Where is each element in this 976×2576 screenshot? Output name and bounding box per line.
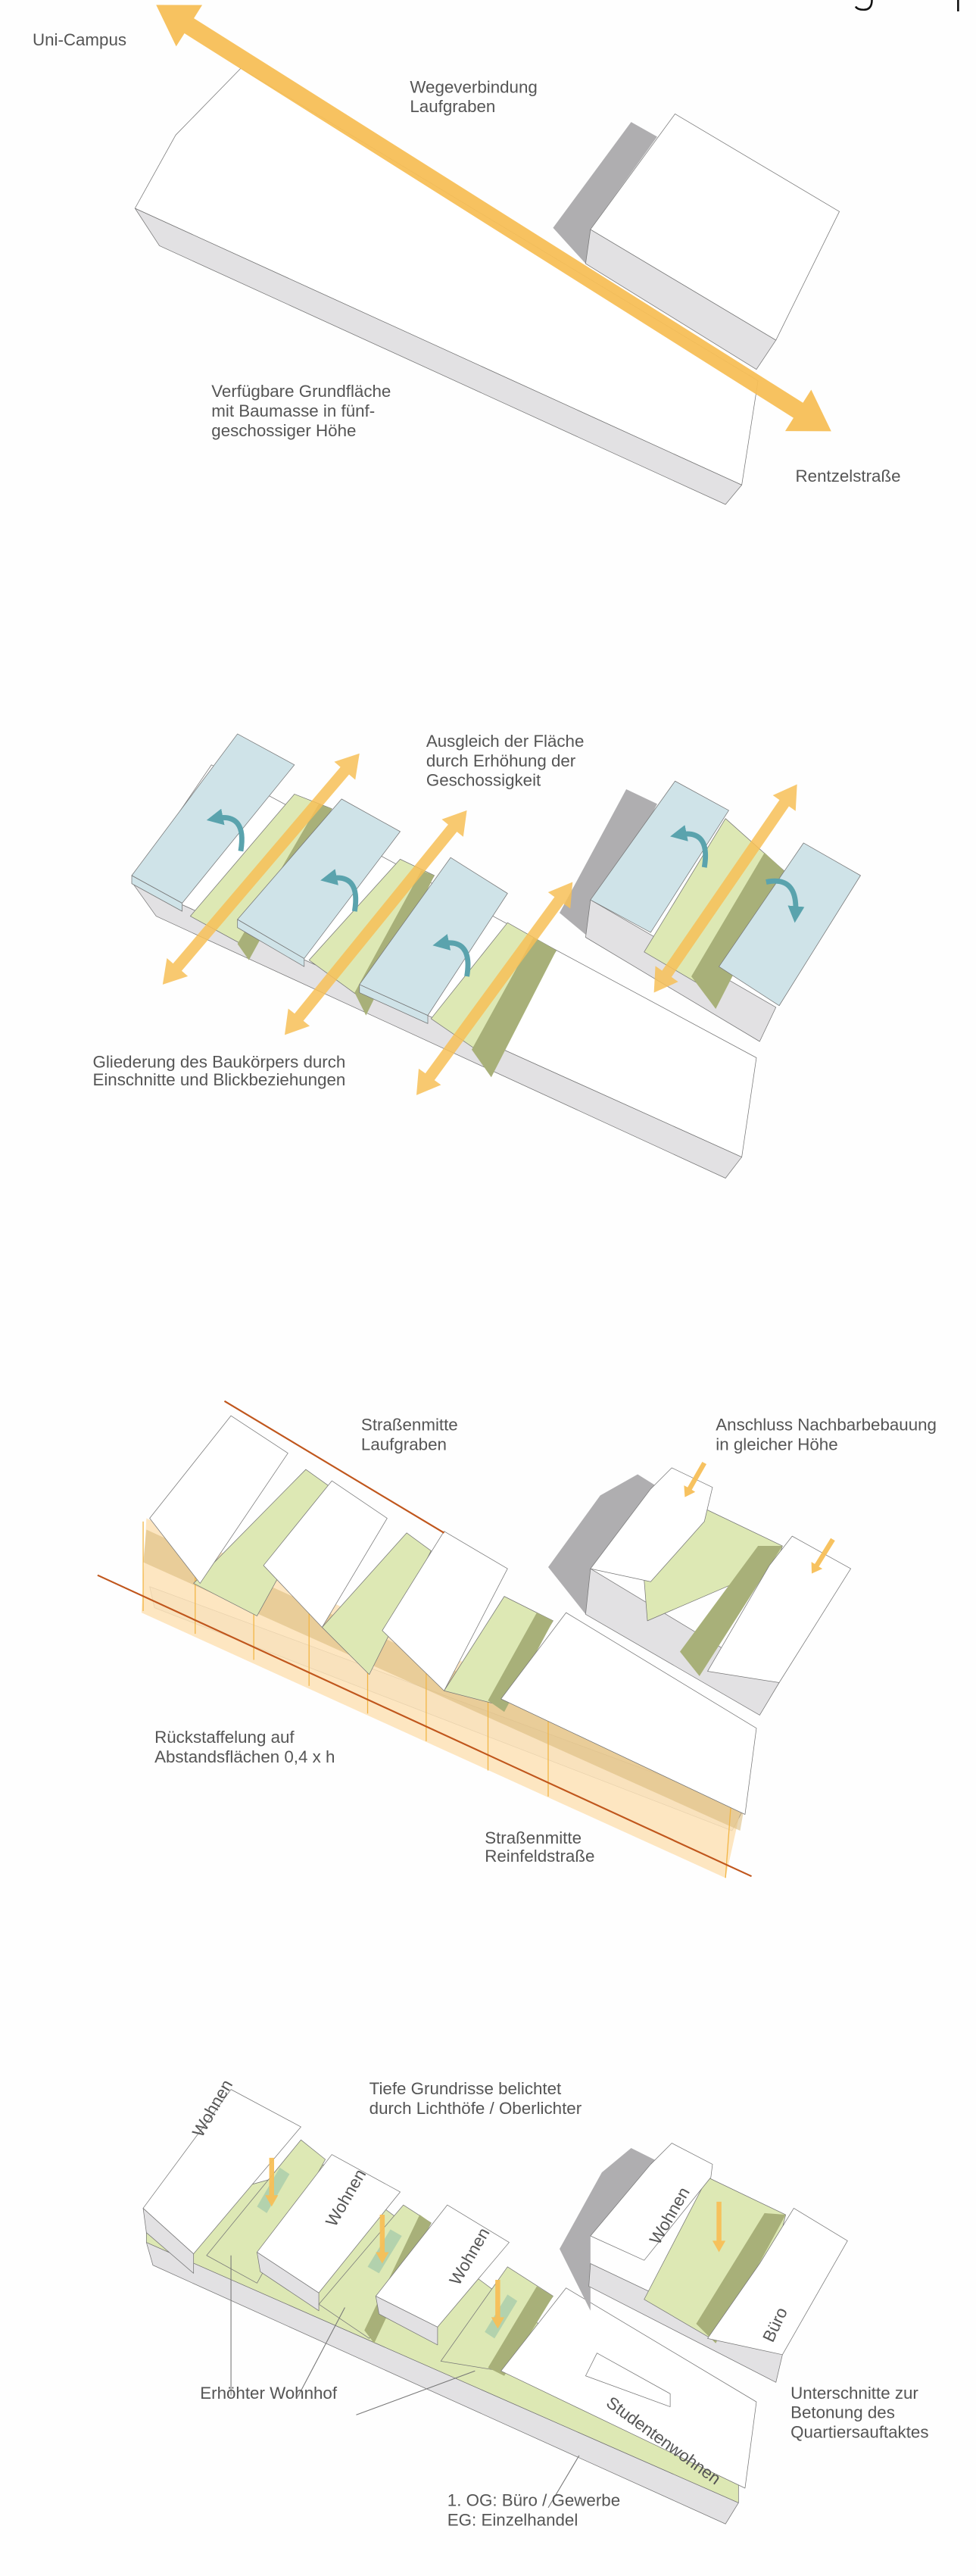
connection-arrow-group: [684, 1461, 835, 1574]
path-connection-arrow-group: [156, 5, 831, 432]
label-unterschnitte-3: Quartiersauftaktes: [790, 2422, 928, 2441]
buero-block: [707, 2208, 848, 2356]
cut-strip-3-shadow: [472, 937, 557, 1078]
daylight-arrow-3: [491, 2279, 504, 2329]
white-block-2: [263, 1480, 388, 1628]
label-gliederung-1: Gliederung des Baukörpers durch: [92, 1052, 345, 1071]
label-ausgleich-2: durch Erhöhung der: [426, 751, 576, 770]
label-ausgleich-1: Ausgleich der Fläche: [426, 732, 585, 751]
view-relation-arrow-icon-1: [206, 808, 245, 852]
label-strassenmitte-laufgraben-1: Straßenmitte: [361, 1415, 458, 1434]
label-unterschnitte-2: Betonung des: [790, 2403, 895, 2422]
view-relation-arrow-icon-3: [432, 934, 471, 977]
diagram-2-articulation: Ausgleich der Fläche durch Erhöhung der …: [92, 732, 861, 1179]
label-strassenmitte-laufgraben-2: Laufgraben: [361, 1435, 447, 1453]
daylight-arrow-1: [265, 2157, 279, 2207]
label-geschosse-eg: EG: Einzelhandel: [447, 2510, 578, 2529]
cut-arrow-3: [416, 882, 573, 1095]
label-grundflaeche-1: Verfügbare Grundfläche: [211, 382, 391, 401]
label-strassenmitte-reinfeld-2: Reinfeldstraße: [485, 1847, 594, 1866]
label-unterschnitte-1: Unterschnitte zur: [790, 2384, 918, 2403]
label-geschosse-og: 1. OG: Büro / Gewerbe: [447, 2491, 620, 2510]
view-relation-arrow-icon-5: [766, 878, 805, 923]
label-rueckstaffelung-1: Rückstaffelung auf: [154, 1728, 295, 1747]
street-center-line-laufgraben: [223, 1400, 445, 1534]
right-court-shadow: [696, 2212, 786, 2343]
view-relation-arrow-icon-2: [320, 869, 359, 912]
path-connection-arrow: [156, 5, 831, 432]
wohnen-block-2: [257, 2154, 401, 2293]
court-strip-3-shadow: [488, 1613, 553, 1713]
label-strassenmitte-reinfeld-1: Straßenmitte: [485, 1828, 582, 1847]
diagram-3-setbacks: Straßenmitte Laufgraben Anschluss Nachba…: [97, 1400, 937, 1878]
label-rentzelstrasse: Rentzelstraße: [796, 467, 901, 486]
label-erhoehter-wohnhof: Erhöhter Wohnhof: [200, 2384, 338, 2403]
view-relation-arrow-group: [206, 808, 805, 977]
blue-block-right-a: [590, 780, 729, 933]
court-strip-1: [193, 1469, 329, 1616]
neighbor-grey-face: [560, 788, 657, 938]
label-tiefe-grundrisse-1: Tiefe Grundrisse belichtet: [370, 2079, 562, 2098]
neighbor-connection-arrow-2: [811, 1538, 835, 1574]
white-block-3: [382, 1531, 508, 1691]
label-tiefe-grundrisse-2: durch Lichthöfe / Oberlichter: [370, 2099, 582, 2118]
right-wohnen-block: [590, 2143, 713, 2261]
blue-block-right-b: [719, 842, 861, 1007]
label-anschluss-1: Anschluss Nachbarbebauung: [716, 1415, 937, 1434]
court-strip-2: [321, 1532, 432, 1675]
cut-arrow-2: [284, 810, 467, 1035]
leader-lines: [230, 2255, 580, 2509]
white-block-4: [500, 1612, 757, 1815]
cut-arrow-4: [653, 784, 797, 993]
diagram-4-program: Wohnen Wohnen Wohnen Wohnen Büro Student…: [142, 2076, 929, 2529]
right-white-block-2: [707, 1535, 851, 1683]
right-white-block-1: [590, 1467, 713, 1582]
right-green-strip-shadow: [691, 852, 786, 1010]
label-uni-campus: Uni-Campus: [33, 30, 126, 49]
cut-arrow-1: [162, 753, 360, 985]
court-strip-3-shadow: [488, 2286, 553, 2376]
daylight-arrow-4: [712, 2201, 726, 2253]
daylight-arrow-group: [265, 2157, 726, 2329]
wohnen-block-3: [375, 2204, 510, 2328]
neighbor-connection-arrow-1: [684, 1461, 707, 1497]
diagram-1-site-volume: Uni-Campus Wegeverbindung Laufgraben Ver…: [33, 5, 901, 505]
neighbor-grey-face: [560, 2147, 657, 2311]
view-relation-arrow-icon-4: [670, 825, 709, 868]
white-block-1: [149, 1415, 288, 1584]
studentenwohnen-courtyard-opening: [585, 2353, 671, 2407]
label-rueckstaffelung-2: Abstandsflächen 0,4 x h: [154, 1747, 335, 1766]
label-gliederung-2: Einschnitte und Blickbeziehungen: [92, 1070, 345, 1089]
wohnen-block-1: [142, 2089, 301, 2254]
label-wegeverbindung-1: Wegeverbindung: [410, 77, 537, 96]
neighbor-grey-face: [547, 1474, 664, 1615]
right-court-shadow: [680, 1546, 783, 1676]
cut-off-header-fragment: [854, 0, 959, 12]
daylight-arrow-2: [376, 2215, 389, 2264]
neighbor-block-shadow-face: [553, 122, 657, 264]
label-grundflaeche-2: mit Baumasse in fünf-: [211, 401, 375, 420]
label-ausgleich-3: Geschossigkeit: [426, 771, 541, 790]
blue-block-2: [237, 798, 401, 959]
label-grundflaeche-3: geschossiger Höhe: [211, 421, 356, 440]
street-center-line-reinfeldstrasse: [97, 1574, 752, 1878]
label-wegeverbindung-2: Laufgraben: [410, 97, 495, 116]
neighbor-block-top-face: [590, 114, 840, 341]
label-anschluss-2: in gleicher Höhe: [716, 1435, 837, 1453]
cut-arrow-group: [162, 753, 797, 1095]
